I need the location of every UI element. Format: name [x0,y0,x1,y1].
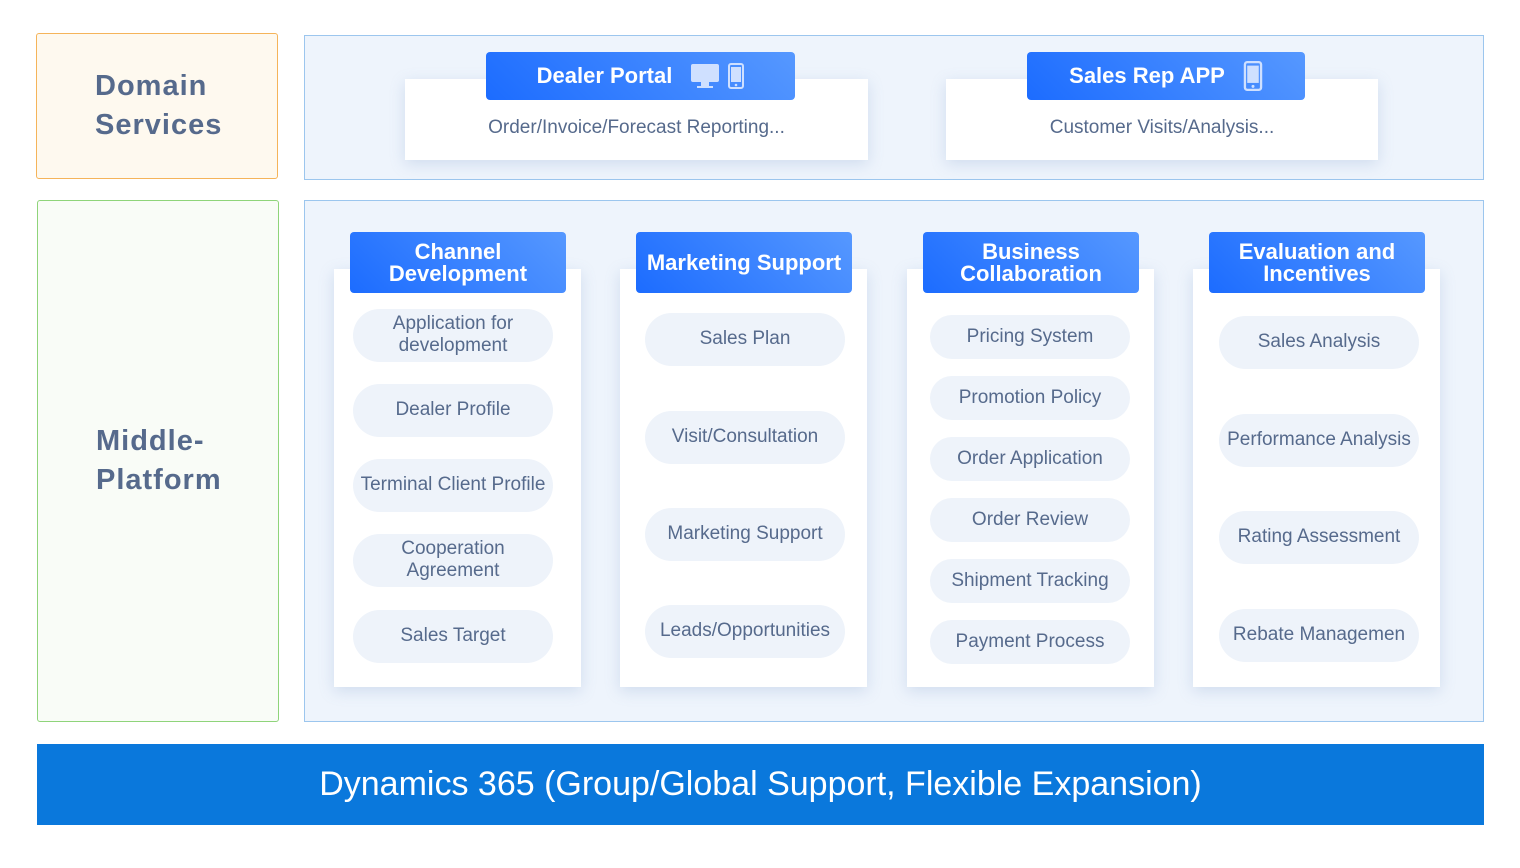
module-pill[interactable]: Sales Plan [645,312,845,366]
module-pill[interactable]: Sales Analysis [1219,315,1419,369]
module-pill[interactable]: Dealer Profile [353,383,553,437]
module-pill[interactable]: Rebate Managemen [1219,608,1419,662]
column-header: Marketing Support [636,232,852,293]
module-pill[interactable]: Rating Assessment [1219,510,1419,564]
module-pill[interactable]: Visit/Consultation [645,410,845,464]
module-pill[interactable]: Terminal Client Profile [353,458,553,512]
module-pill[interactable]: Shipment Tracking [930,559,1130,603]
module-pill[interactable]: Sales Target [353,609,553,663]
domain-services-label: Domain Services [36,33,278,179]
dealer-portal-header: Dealer Portal [486,52,795,100]
module-pill[interactable]: Order Application [930,437,1130,481]
module-pill[interactable]: Leads/Opportunities [645,604,845,658]
dynamics-365-footer: Dynamics 365 (Group/Global Support, Flex… [37,744,1484,825]
sales-rep-app-description: Customer Visits/Analysis... [1049,117,1275,138]
module-pill[interactable]: Promotion Policy [930,376,1130,420]
column-header: Channel Development [350,232,566,293]
dealer-portal-description: Order/Invoice/Forecast Reporting... [488,117,785,138]
sales-rep-app-header: Sales Rep APP [1027,52,1305,100]
desktop-icon [691,64,720,88]
dealer-portal-title: Dealer Portal [536,63,673,88]
module-pill[interactable]: Order Review [930,498,1130,542]
module-pill[interactable]: Marketing Support [645,507,845,561]
column-header: Business Collaboration [923,232,1139,293]
module-pill[interactable]: Cooperation Agreement [353,533,553,587]
module-pill[interactable]: Payment Process [930,620,1130,664]
module-pill[interactable]: Performance Analysis [1219,413,1419,467]
middle-platform-label: Middle-Platform [37,200,279,722]
mobile-icon [1243,61,1263,91]
mobile-icon [728,63,745,89]
module-pill[interactable]: Application for development [353,308,553,362]
column-header: Evaluation and Incentives [1209,232,1425,293]
sales-rep-app-title: Sales Rep APP [1069,63,1225,88]
module-pill[interactable]: Pricing System [930,315,1130,359]
